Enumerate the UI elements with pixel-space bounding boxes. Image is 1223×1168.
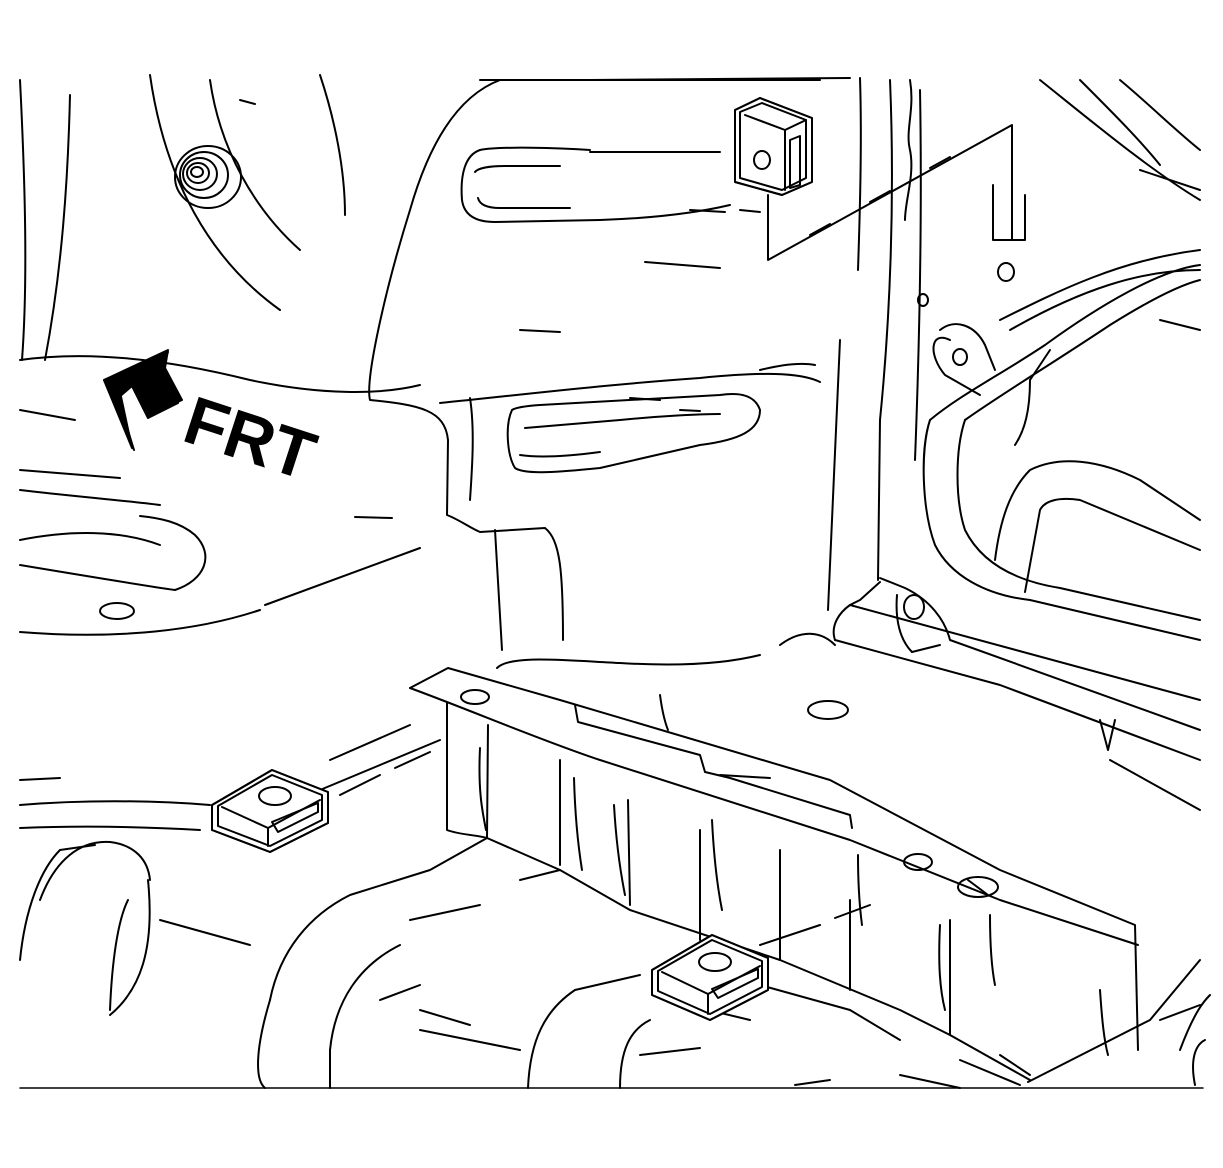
middle-slot-opening [506,362,816,474]
spring-nut-clip-center-icon [651,934,769,1021]
quarter-inner-panel [368,77,862,669]
lower-clip-locator-lines [339,751,871,946]
upper-clip-locator-line [767,124,1013,261]
upper-slot-opening [460,146,731,223]
weld-nut-icon [174,145,242,209]
spring-nut-clip-left-icon [211,769,329,853]
floor-cross-member [409,667,1139,1081]
rear-body-opening [877,79,1201,641]
mounting-tab [932,323,996,396]
frt-label: FRT [175,382,324,495]
spring-nut-clip-upper-icon [734,97,813,196]
rear-floor-panel [659,577,1201,811]
lower-floor-well [19,724,1211,1089]
left-wheelhouse-panel [19,74,421,636]
